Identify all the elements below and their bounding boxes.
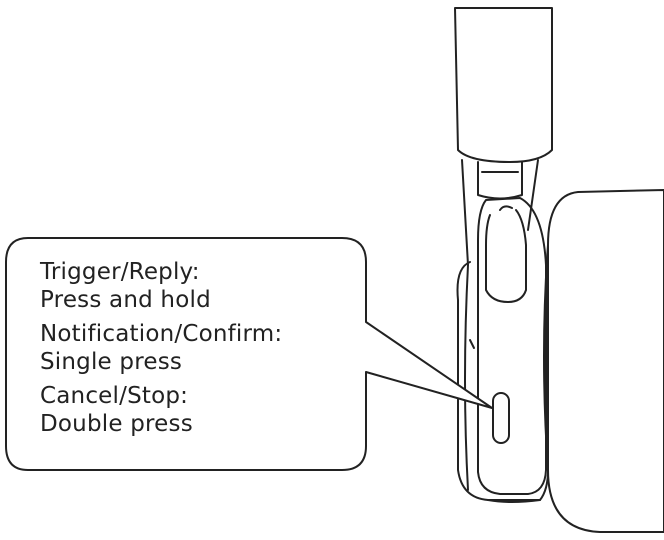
headband-slider-left [461,159,469,266]
action-label: Cancel/Stop: [40,383,189,409]
earcup-main-shell [477,197,547,495]
ear-cushion [543,189,664,533]
headband-top-pad [454,7,553,163]
callout-text: Trigger/Reply: Press and hold Notificati… [40,258,340,444]
callout-entry-notification-confirm: Notification/Confirm: Single press [40,320,340,376]
gesture-label: Double press [40,411,193,437]
action-label: Trigger/Reply: [40,259,200,285]
port-indicator-icon [469,339,475,349]
headband [454,7,553,266]
action-label: Notification/Confirm: [40,321,283,347]
callout-bubble [5,237,493,471]
earcup-side-panel [464,264,469,491]
gesture-label: Press and hold [40,287,211,313]
control-button[interactable] [492,392,510,444]
earcup-yoke-inner [485,209,527,303]
headband-slider-inner [477,161,523,200]
callout-entry-cancel-stop: Cancel/Stop: Double press [40,382,340,438]
gesture-label: Single press [40,349,183,375]
earcup-back-shell [456,261,549,501]
ear-cushion-outer [547,189,664,533]
earcup-bottom-rim [487,499,541,503]
headband-slider-right [527,159,539,231]
earcup [456,197,549,503]
earcup-hinge-arc [499,205,513,211]
callout-entry-trigger-reply: Trigger/Reply: Press and hold [40,258,340,314]
